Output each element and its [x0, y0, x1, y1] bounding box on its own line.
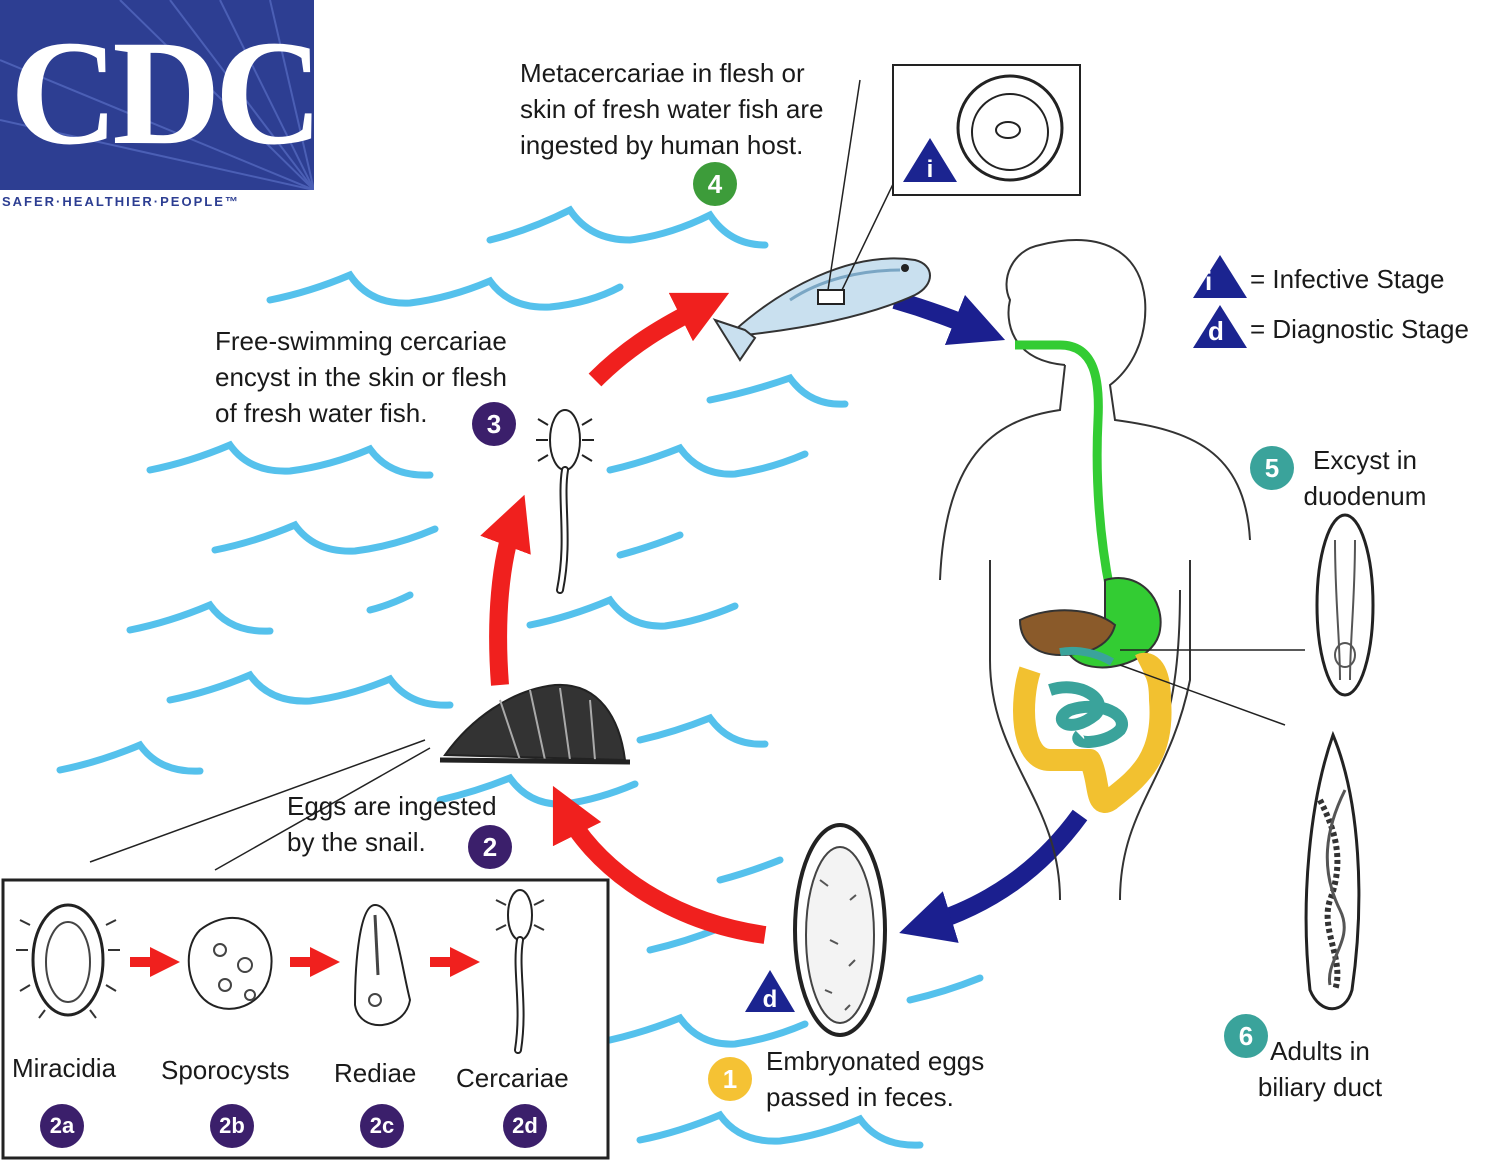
fish-illustration: [712, 79, 931, 362]
legend-diagnostic-letter: d: [1208, 316, 1224, 346]
legend-markers: [1193, 255, 1247, 348]
snail-stages-inset: [1, 878, 610, 1160]
stage-label-sporocysts: Sporocysts: [161, 1055, 290, 1085]
step-2-badge: 2: [468, 825, 512, 869]
step-1-label: Embryonated eggs passed in feces.: [766, 1046, 985, 1112]
step-5-badge: 5: [1250, 446, 1294, 490]
legend-infective-label: = Infective Stage: [1250, 264, 1445, 294]
logo-tagline: SAFER·HEALTHIER·PEOPLE™: [2, 194, 240, 209]
stage-label-miracidia: Miracidia: [12, 1053, 117, 1083]
step-3-badge: 3: [472, 402, 516, 446]
step-1-badge: 1: [708, 1057, 752, 1101]
step-6-label: Adults in biliary duct: [1257, 1036, 1383, 1102]
legend-infective-letter: i: [1205, 266, 1213, 296]
stage-badge-2a: 2a: [40, 1104, 84, 1148]
step-4-badge: 4: [693, 162, 737, 206]
logo-text: CDC: [10, 10, 314, 176]
infective-marker-letter: i: [926, 156, 934, 183]
step-3-label: Free-swimming cercariae encyst in the sk…: [215, 326, 507, 428]
step-6-badge: 6: [1224, 1014, 1268, 1058]
egg-illustration: [745, 823, 887, 1037]
excysted-larva-illustration: [1315, 513, 1375, 697]
stage-badge-2b: 2b: [210, 1104, 254, 1148]
digestive-system: [1013, 340, 1305, 813]
cercaria-illustration: [536, 409, 594, 594]
diagnostic-marker-letter: d: [762, 986, 778, 1013]
step-4-label: Metacercariae in flesh or skin of fresh …: [520, 58, 824, 160]
cdc-logo: CDC: [0, 0, 314, 190]
logo-rays: [0, 0, 314, 190]
snail-illustration: [89, 683, 631, 871]
stage-badge-2d: 2d: [503, 1104, 547, 1148]
step-2-label: Eggs are ingested by the snail.: [287, 791, 497, 857]
stage-label-rediae: Rediae: [334, 1058, 417, 1088]
blue-cycle-arrows: [892, 291, 1088, 943]
metacercaria-inset: [892, 64, 1081, 196]
red-cycle-arrows: [480, 292, 767, 944]
legend-diagnostic-label: = Diagnostic Stage: [1250, 314, 1469, 344]
step-5-label: Excyst in duodenum: [1303, 445, 1427, 511]
adult-fluke-illustration: [1304, 730, 1361, 1011]
stage-badge-2c: 2c: [360, 1104, 404, 1148]
stage-label-cercariae: Cercariae: [456, 1063, 569, 1093]
